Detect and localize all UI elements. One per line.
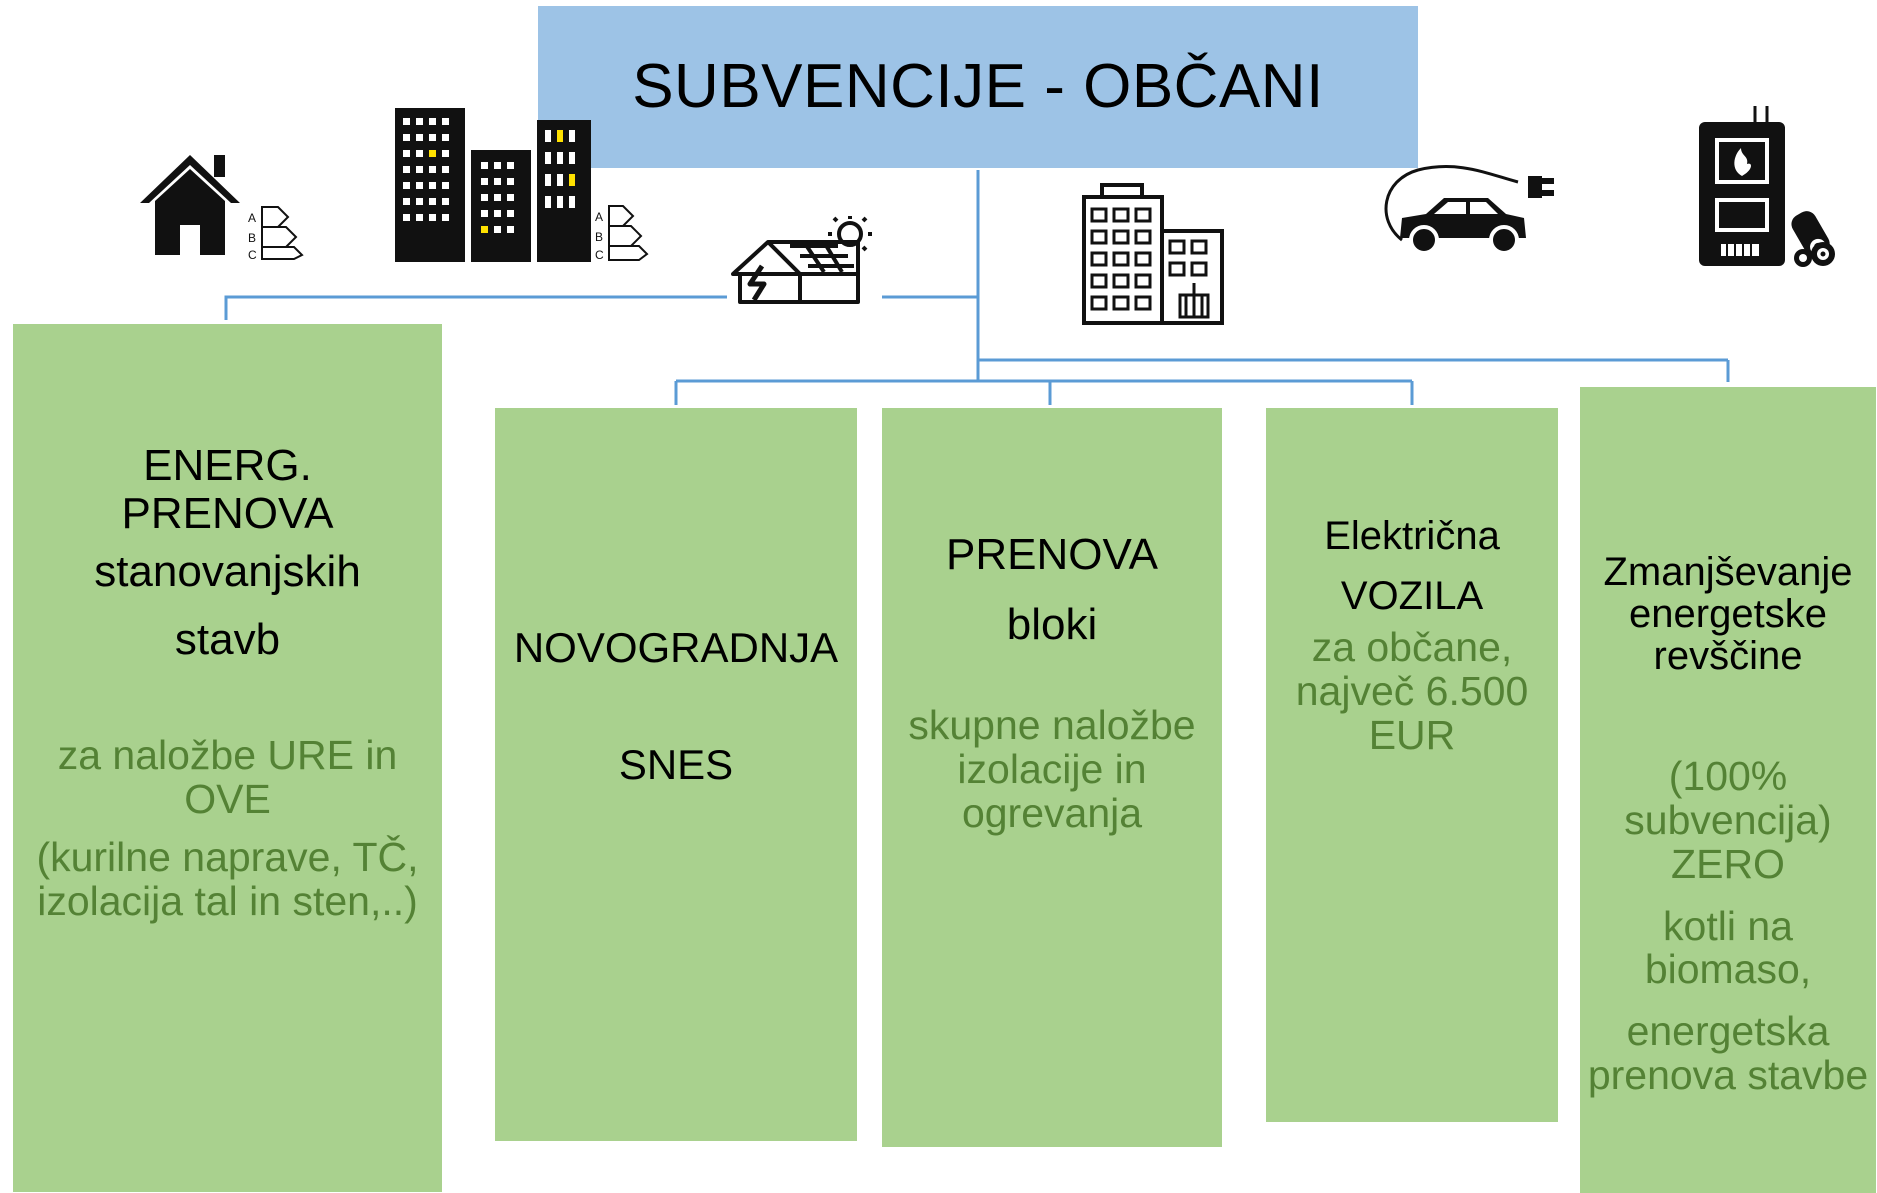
box-energ-prenova: ENERG. PRENOVA stanovanjskih stavb za na…	[13, 324, 442, 1192]
box4-heading-2: VOZILA	[1340, 574, 1484, 618]
office-building-heating-icon	[1082, 183, 1224, 325]
box1-sub-1: za naložbe URE in	[57, 732, 398, 778]
energy-label-c-2: C	[595, 248, 604, 262]
box5-heading-1: Zmanjševanje	[1603, 550, 1853, 594]
electric-car-icon	[1384, 165, 1554, 255]
title-box: SUBVENCIJE - OBČANI	[538, 6, 1418, 168]
energy-label-b-2: B	[595, 230, 603, 244]
box3-sub-3: ogrevanja	[961, 789, 1143, 836]
box1-heading-1: ENERG.	[143, 441, 312, 490]
box5-sub-7: prenova stavbe	[1587, 1052, 1869, 1099]
box-energetska-revscina: Zmanjševanje energetske revščine (100% s…	[1580, 387, 1876, 1193]
box5-sub-5: biomaso,	[1644, 946, 1812, 993]
box3-sub-2: izolacije in	[957, 745, 1147, 792]
box5-heading-3: revščine	[1653, 634, 1803, 678]
box5-sub-6: energetska	[1626, 1008, 1830, 1055]
apartment-buildings-energy-label-icon: A B C	[395, 108, 649, 262]
box4-sub-2: največ 6.500	[1295, 667, 1529, 714]
solar-roof-icon	[731, 216, 872, 304]
box1-sub-4: izolacija tal in sten,..)	[37, 877, 418, 924]
box1-sub-3: (kurilne naprave, TČ,	[36, 833, 419, 880]
box3-heading-1: PRENOVA	[946, 530, 1158, 579]
box-novogradnja: NOVOGRADNJA SNES	[495, 408, 857, 1141]
box2-heading-2: SNES	[618, 741, 734, 789]
branch-left-2	[224, 295, 727, 320]
energy-label-a: A	[248, 211, 256, 225]
energy-label-a-2: A	[595, 210, 603, 224]
energy-label-b: B	[248, 231, 256, 245]
box1-heading-2: PRENOVA	[121, 489, 334, 538]
box1-heading-3: stanovanjskih	[94, 547, 361, 596]
box3-sub-1: skupne naložbe	[908, 702, 1196, 748]
box5-sub-4: kotli na	[1663, 902, 1793, 949]
box-prenova-bloki: PRENOVA bloki skupne naložbe izolacije i…	[882, 408, 1222, 1147]
box3-heading-2: bloki	[1006, 600, 1098, 649]
box5-heading-2: energetske	[1629, 592, 1827, 636]
box5-sub-1: (100%	[1668, 753, 1788, 799]
biomass-boiler-icon	[1699, 106, 1835, 267]
box2-heading-1: NOVOGRADNJA	[513, 624, 839, 671]
diagram-title: SUBVENCIJE - OBČANI	[632, 51, 1324, 121]
box5-sub-3: ZERO	[1671, 840, 1785, 887]
energy-label-c: C	[248, 248, 257, 260]
box1-sub-2: OVE	[184, 775, 271, 822]
box4-sub-3: EUR	[1368, 711, 1456, 758]
box5-sub-2: subvencija)	[1624, 796, 1832, 843]
box-elektricna-vozila: Električna VOZILA za občane, največ 6.50…	[1266, 408, 1558, 1122]
house-energy-label-icon: A B C	[140, 155, 304, 260]
box4-sub-1: za občane,	[1311, 624, 1513, 670]
box1-heading-4: stavb	[174, 615, 281, 664]
box4-heading-1: Električna	[1324, 514, 1500, 558]
